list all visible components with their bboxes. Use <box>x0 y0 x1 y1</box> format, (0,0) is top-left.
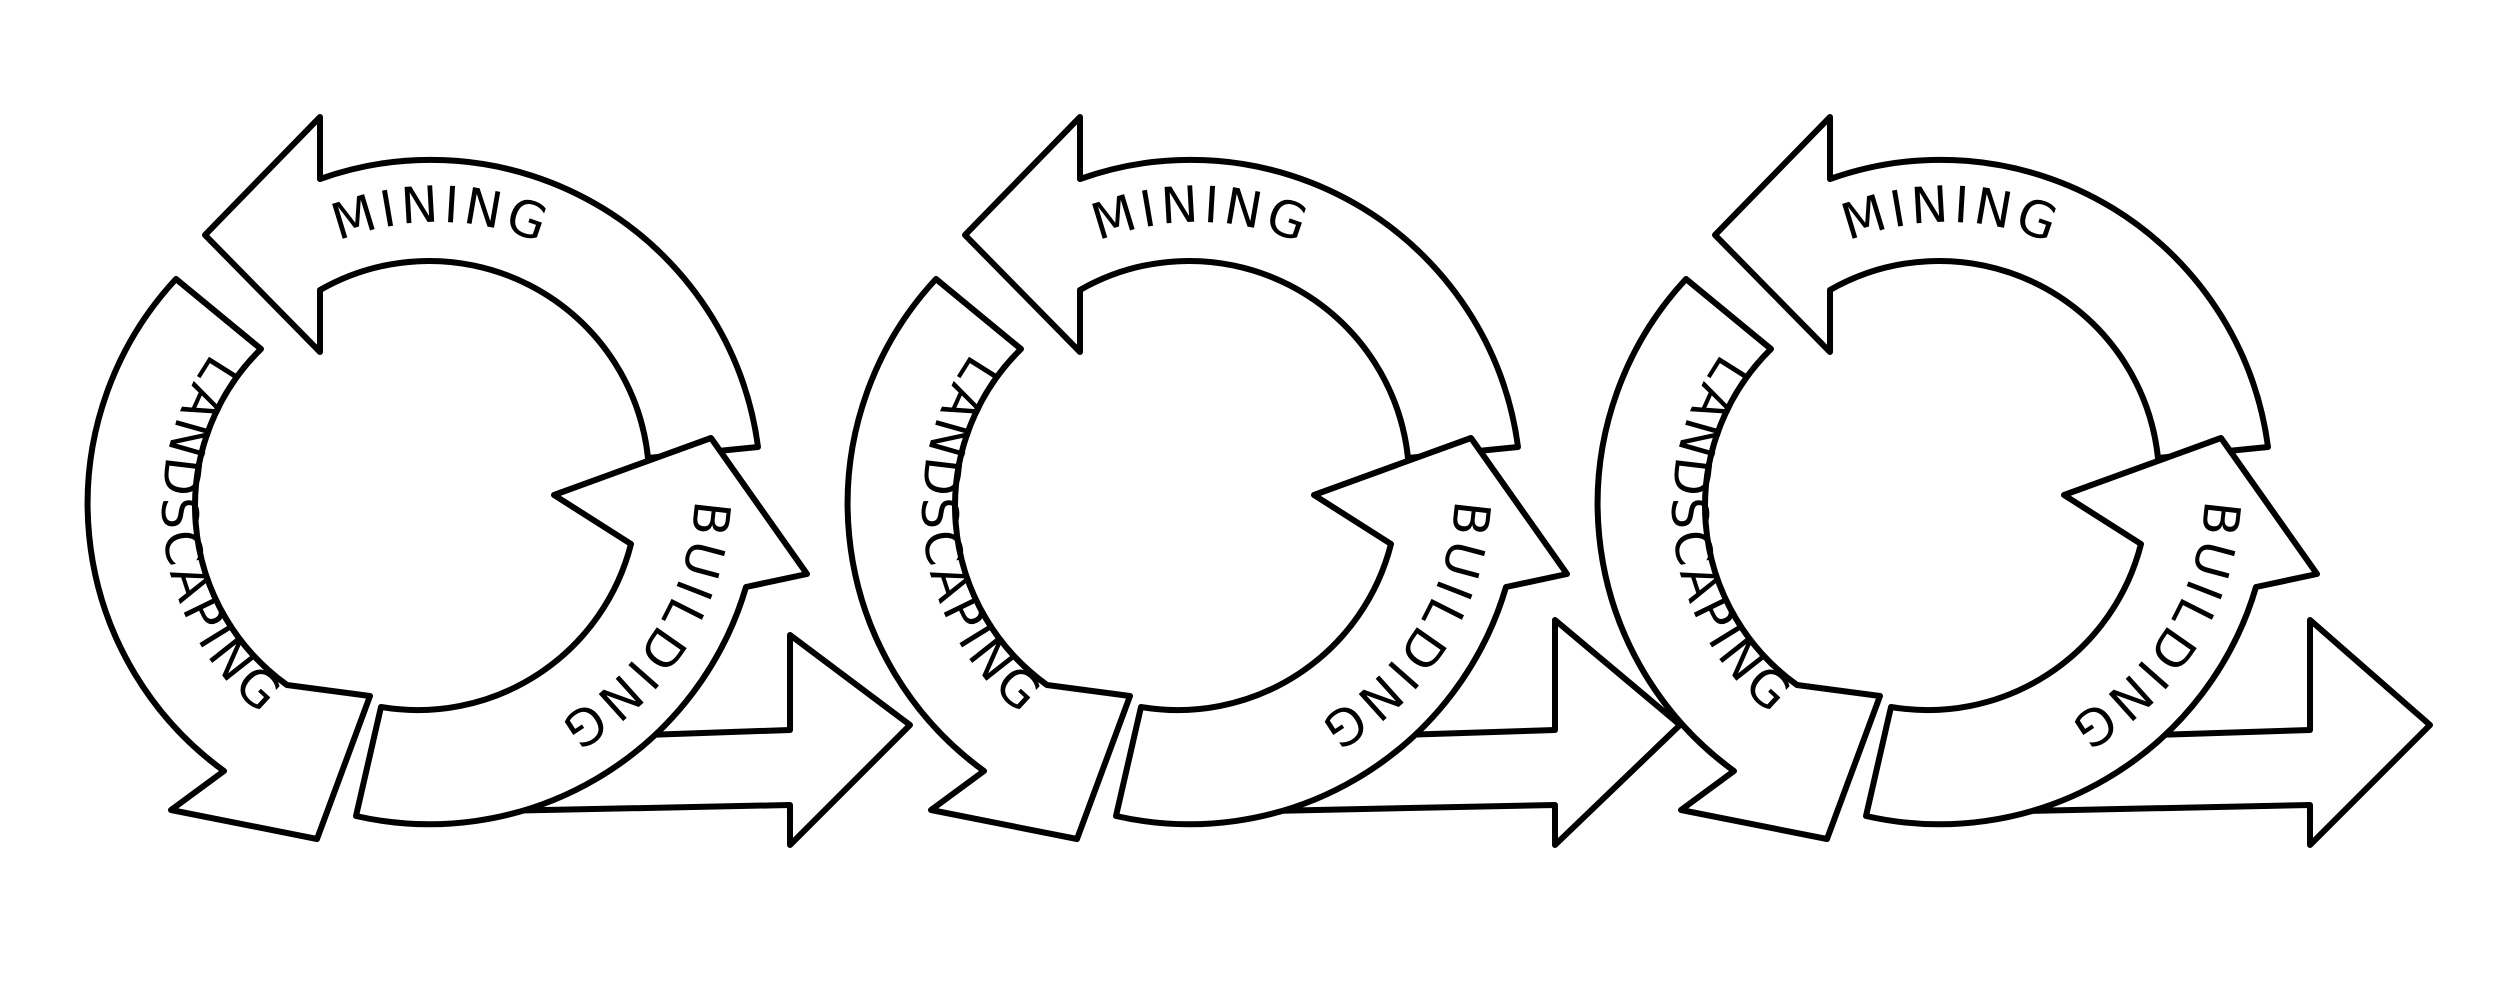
cycle-diagram: MINING BUILDING LANDSCAPING MINING BUILD… <box>0 0 2433 848</box>
